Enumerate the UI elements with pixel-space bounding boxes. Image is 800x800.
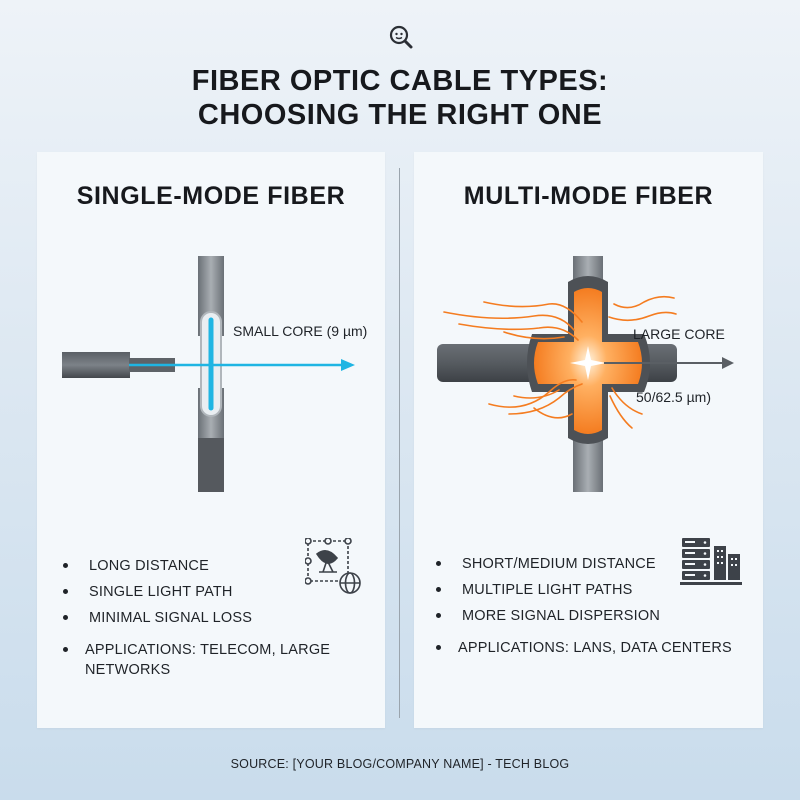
light-rays bbox=[443, 295, 677, 429]
source-footer: SOURCE: [YOUR BLOG/COMPANY NAME] - TECH … bbox=[230, 757, 570, 771]
page-title-line-1: FIBER OPTIC CABLE TYPES: bbox=[191, 65, 609, 97]
list-item: MULTIPLE LIGHT PATHS bbox=[436, 580, 756, 606]
light-flare bbox=[570, 346, 606, 380]
list-item: LONG DISTANCE bbox=[63, 556, 383, 582]
data-center-servers-icon bbox=[680, 538, 742, 585]
large-core-label: LARGE CORE bbox=[633, 326, 725, 342]
single-mode-bullets: LONG DISTANCE SINGLE LIGHT PATH MINIMAL … bbox=[63, 556, 383, 678]
single-mode-diagram: SMALL CORE (9 µm) bbox=[62, 256, 367, 492]
single-mode-panel: SINGLE-MODE FIBER SMALL C bbox=[37, 152, 385, 728]
page-title-line-2: CHOOSING THE RIGHT ONE bbox=[197, 99, 603, 131]
applications-item: APPLICATIONS: TELECOM, LARGE NETWORKS bbox=[63, 640, 383, 678]
multi-mode-panel: MULTI-MODE FIBER bbox=[414, 152, 763, 728]
multi-mode-title: MULTI-MODE FIBER bbox=[463, 182, 714, 210]
horizontal-cable bbox=[62, 352, 130, 378]
satellite-dish-network-icon bbox=[305, 538, 361, 594]
magnifier-logo-icon bbox=[389, 25, 413, 49]
panel-divider bbox=[399, 168, 400, 718]
single-mode-title: SINGLE-MODE FIBER bbox=[76, 182, 346, 210]
page-title: FIBER OPTIC CABLE TYPES: CHOOSING THE RI… bbox=[0, 64, 800, 132]
list-item: SHORT/MEDIUM DISTANCE bbox=[436, 554, 756, 580]
small-core-label: SMALL CORE (9 µm) bbox=[233, 323, 367, 339]
multi-mode-bullets: SHORT/MEDIUM DISTANCE MULTIPLE LIGHT PAT… bbox=[436, 554, 756, 664]
list-item: SINGLE LIGHT PATH bbox=[63, 582, 383, 608]
multi-mode-diagram: LARGE CORE 50/62.5 µm) bbox=[437, 256, 734, 492]
large-core-size-label: 50/62.5 µm) bbox=[636, 389, 711, 405]
applications-item: APPLICATIONS: LANS, DATA CENTERS bbox=[436, 638, 756, 664]
list-item: MORE SIGNAL DISPERSION bbox=[436, 606, 756, 632]
light-beam-arrowhead bbox=[722, 357, 734, 369]
light-beam-arrowhead bbox=[341, 359, 355, 371]
list-item: MINIMAL SIGNAL LOSS bbox=[63, 608, 383, 634]
